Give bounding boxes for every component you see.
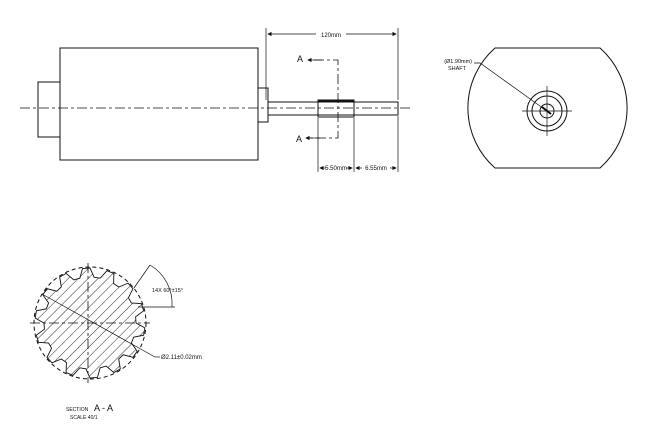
rear-cap xyxy=(37,81,61,138)
gear-diameter-label: Ø2.11±0.02mm xyxy=(161,355,202,361)
shaft-label: SHAFT xyxy=(448,66,467,72)
shaft-diameter-label: (Ø1.90mm) xyxy=(444,59,472,65)
gear-length-label: 5.50mm xyxy=(325,166,347,172)
gear-dimensions: 5.50mm 6.55mm xyxy=(317,116,399,172)
motor-front-view: (Ø1.90mm) SHAFT xyxy=(444,47,628,169)
shaft-end-length-label: 6.55mm xyxy=(365,166,387,172)
overall-length-dimension: 120mm xyxy=(265,28,399,100)
front-outline xyxy=(467,47,628,169)
motor-body xyxy=(59,47,259,161)
section-scale: SCALE 40/1 xyxy=(70,415,98,421)
section-title: SECTION xyxy=(66,407,89,413)
section-name: A - A xyxy=(94,403,113,413)
tooth-angle-label: 14X 60°±15° xyxy=(152,288,183,294)
shaft xyxy=(267,101,399,116)
gear-section-view: Ø2.11±0.02mm 14X 60°±15° SECTION A - A S… xyxy=(30,263,202,421)
motor-side-view xyxy=(20,47,410,161)
section-cut-marker: A A xyxy=(296,54,339,144)
overall-length-label: 120mm xyxy=(321,33,341,39)
section-marker-bottom: A xyxy=(296,134,302,144)
front-boss xyxy=(257,87,269,123)
section-marker-top: A xyxy=(297,54,303,64)
gear xyxy=(317,99,355,118)
